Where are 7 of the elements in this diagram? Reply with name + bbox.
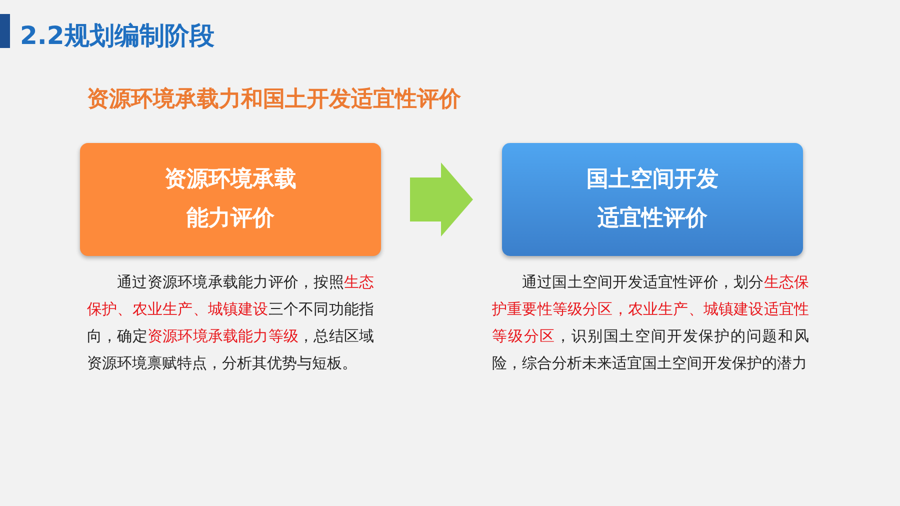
subtitle: 资源环境承载力和国土开发适宜性评价 (87, 86, 461, 114)
slide-title: 2.2规划编制阶段 (20, 20, 214, 52)
description-text: 通过资源环境承载能力评价，按照生态保护、农业生产、城镇建设三个不同功能指向，确定资源环境承载能力等级，总结区域资源环境禀赋特点，分析其优势与短板。 (87, 272, 374, 374)
process-box: 国土空间开发适宜性评价 (502, 143, 803, 256)
process-box: 资源环境承载能力评价 (80, 143, 381, 256)
description-text: 通过国土空间开发适宜性评价，划分生态保护重要性等级分区，农业生产、城镇建设适宜性等级分区，识别国土空间开发保护的问题和风险，综合分析未来适宜国土空间开发保护的潜力 (492, 272, 809, 374)
arrow (410, 162, 473, 236)
